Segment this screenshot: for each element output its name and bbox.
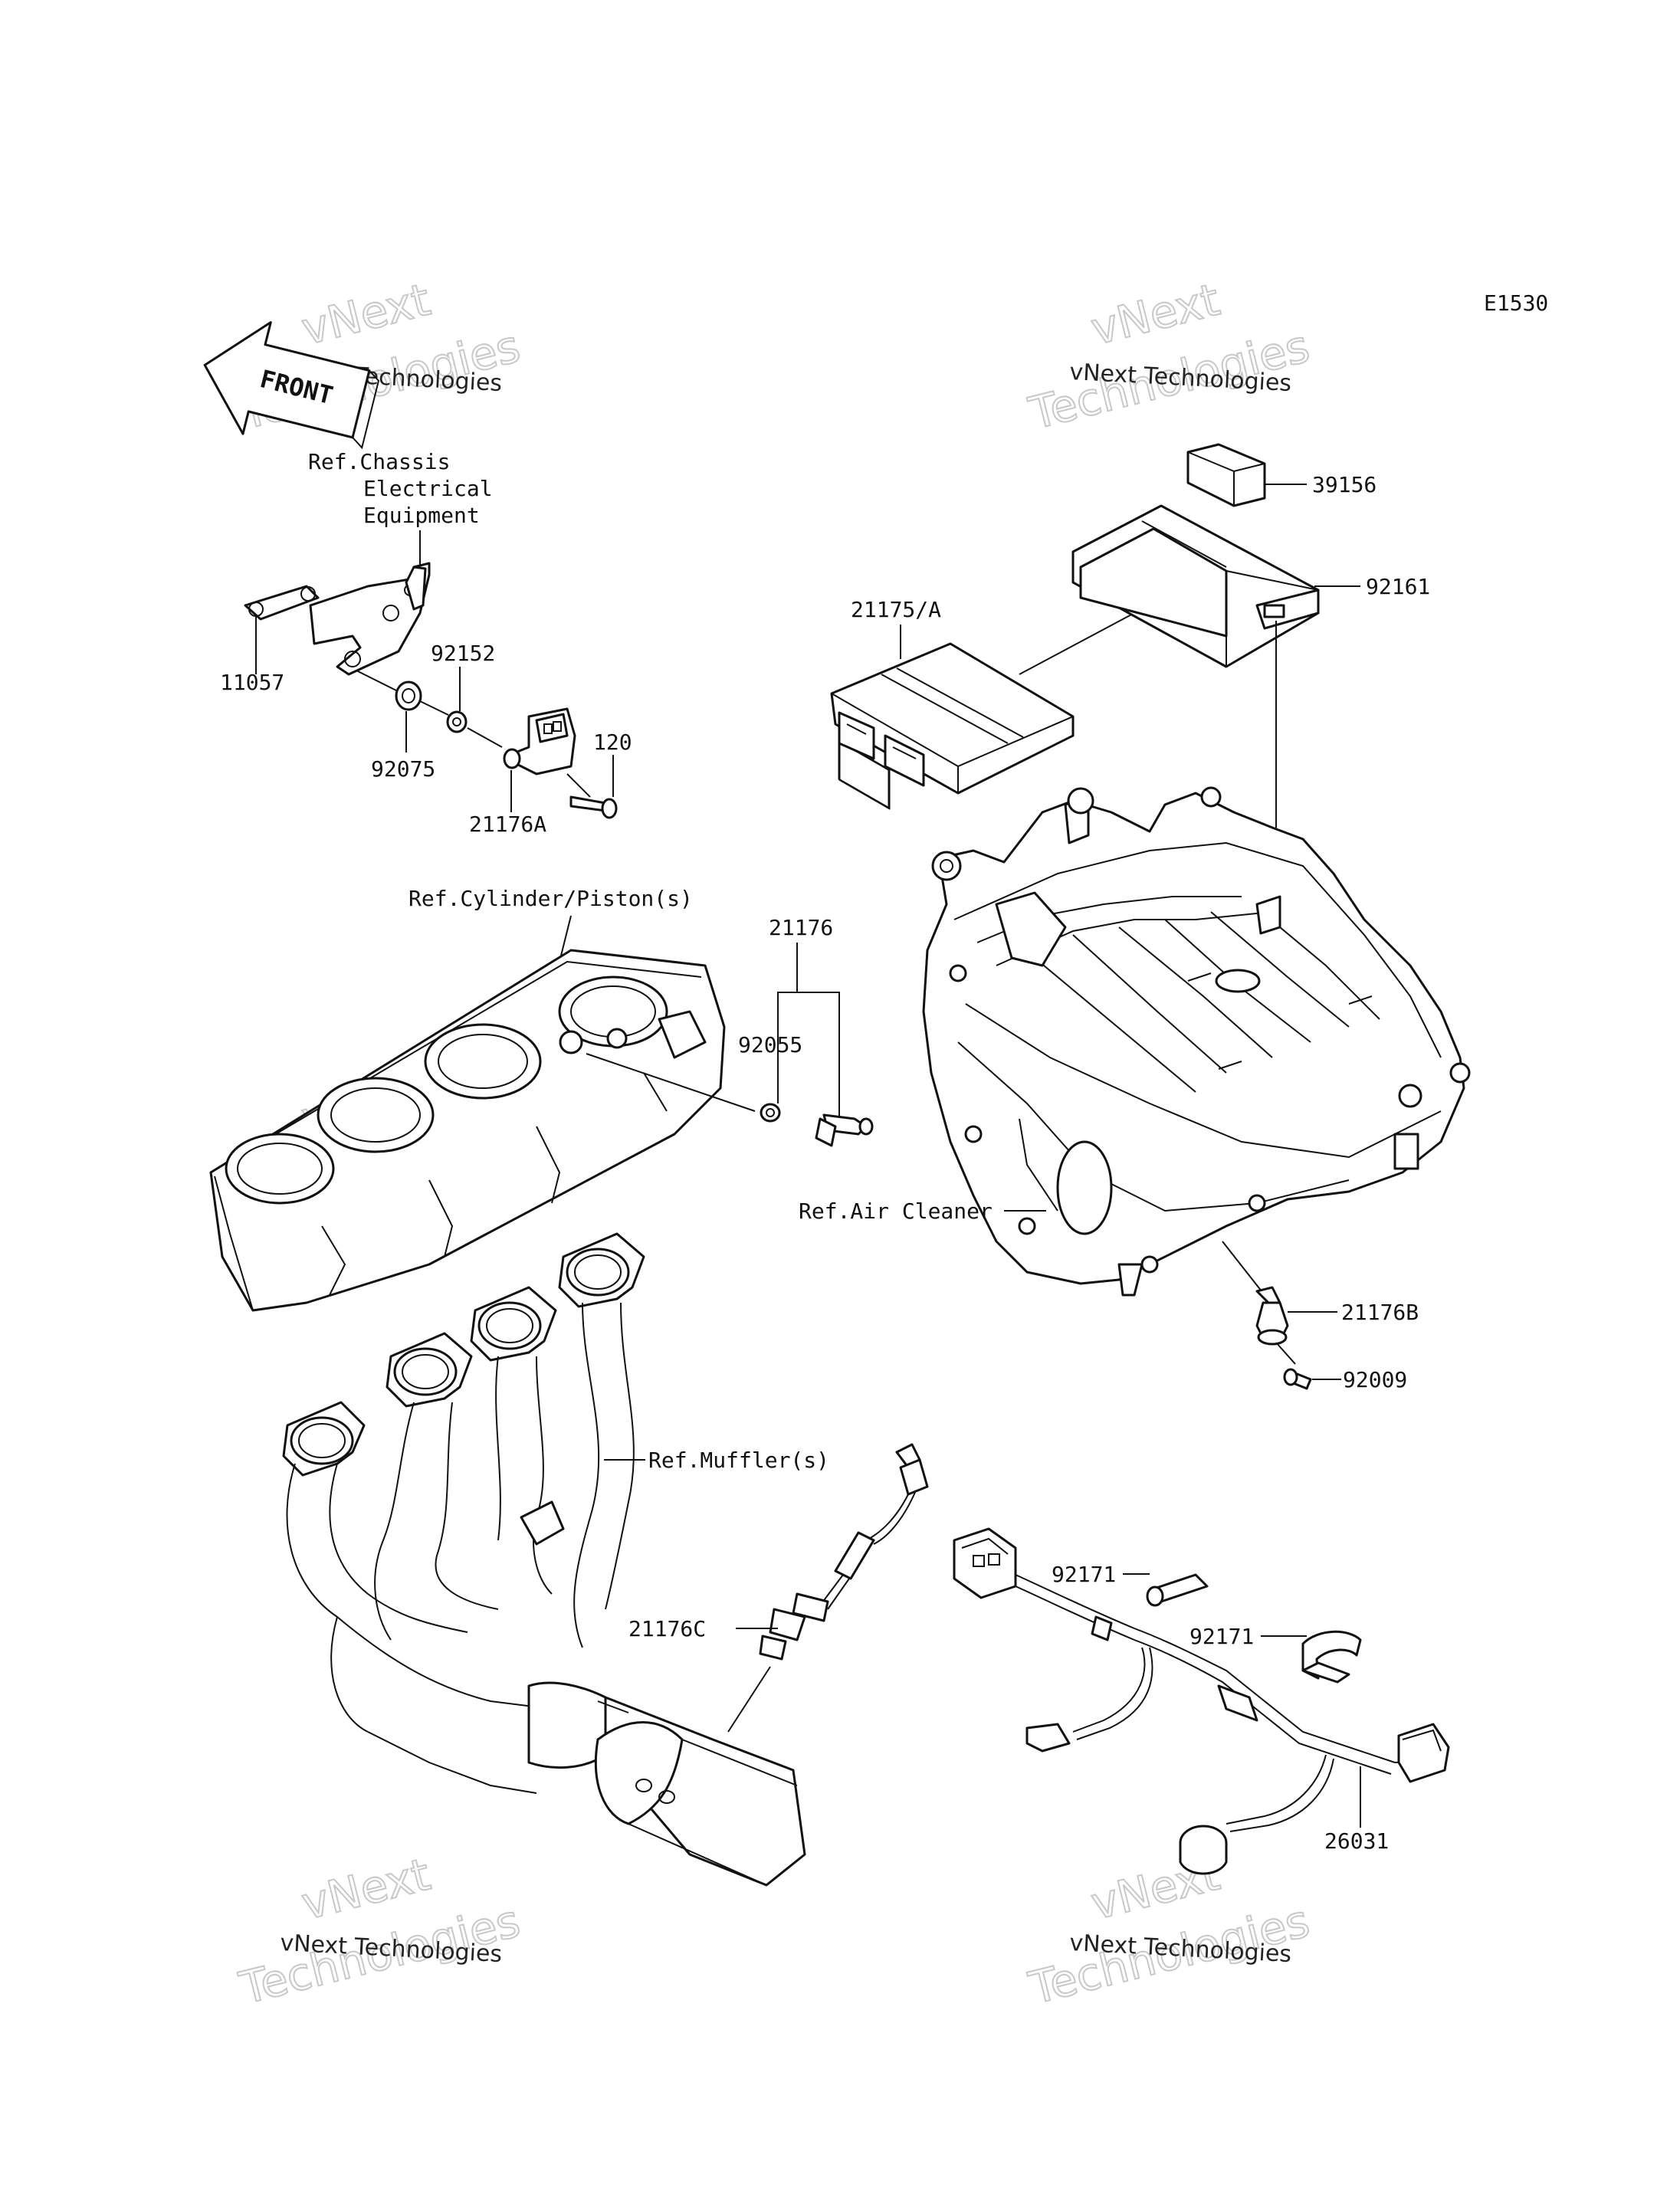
svg-text:vNext: vNext: [297, 1848, 435, 1930]
part-92055-label: 92055: [738, 1032, 802, 1058]
front-arrow-icon: FRONT: [203, 321, 380, 450]
screw-92009: [1283, 1368, 1312, 1390]
watermark-top-right: vNext Technologies vNext Technologies: [1023, 273, 1315, 441]
watermark-bottom-left: vNext Technologies vNext Technologies: [234, 1848, 526, 2015]
ecu-holder-92161: [1071, 504, 1320, 668]
clamp-92171-b: [1301, 1630, 1362, 1684]
part-120-label: 120: [593, 730, 632, 755]
exhaust-headers: [282, 1232, 806, 1887]
part-39156-label: 39156: [1312, 472, 1376, 497]
svg-text:vNext: vNext: [297, 274, 435, 356]
ecu-21175a: [830, 642, 1075, 810]
pad-39156: [1186, 443, 1266, 507]
ref-chassis-line1: Ref.Chassis: [308, 449, 450, 474]
ref-chassis-line3: Equipment: [363, 503, 480, 528]
oxygen-sensor-21176c: [759, 1443, 929, 1661]
diagram-code: E1530: [1484, 290, 1548, 316]
ref-muffler-label: Ref.Muffler(s): [648, 1448, 829, 1473]
bolt-120: [569, 795, 618, 819]
part-92009-label: 92009: [1343, 1367, 1407, 1392]
sensor-21176b: [1255, 1286, 1289, 1346]
clip-92171-a: [1146, 1573, 1209, 1607]
air-cleaner-housing: [922, 786, 1471, 1297]
watermark-bottom-right: vNext Technologies vNext Technologies: [1023, 1848, 1315, 2015]
part-26031-label: 26031: [1324, 1828, 1389, 1854]
part-21176-label: 21176: [769, 915, 833, 940]
part-92152-label: 92152: [431, 641, 495, 666]
part-92075-label: 92075: [371, 756, 435, 782]
collar-92152: [446, 710, 468, 733]
part-11057-label: 11057: [220, 670, 284, 695]
part-21176c-label: 21176C: [628, 1616, 706, 1641]
sensor-21176: [815, 1113, 874, 1147]
part-21176b-label: 21176B: [1341, 1300, 1419, 1325]
ref-air-cleaner-label: Ref.Air Cleaner: [799, 1199, 993, 1224]
svg-text:vNext: vNext: [1086, 274, 1225, 356]
ref-cylinder-label: Ref.Cylinder/Piston(s): [409, 886, 693, 911]
part-92171-a-label: 92171: [1052, 1562, 1116, 1587]
sensor-21176a: [503, 707, 576, 776]
part-21175a-label: 21175/A: [851, 597, 941, 622]
part-92161-label: 92161: [1366, 574, 1430, 599]
part-92171-b-label: 92171: [1189, 1624, 1254, 1649]
bracket-assembly: [244, 562, 431, 676]
part-21176a-label: 21176A: [469, 812, 546, 837]
harness-26031: [953, 1527, 1450, 1875]
grommet-92075: [356, 670, 422, 711]
cylinder-block: [209, 949, 726, 1312]
ref-chassis-line2: Electrical: [363, 476, 493, 501]
washer-92055: [760, 1103, 781, 1123]
